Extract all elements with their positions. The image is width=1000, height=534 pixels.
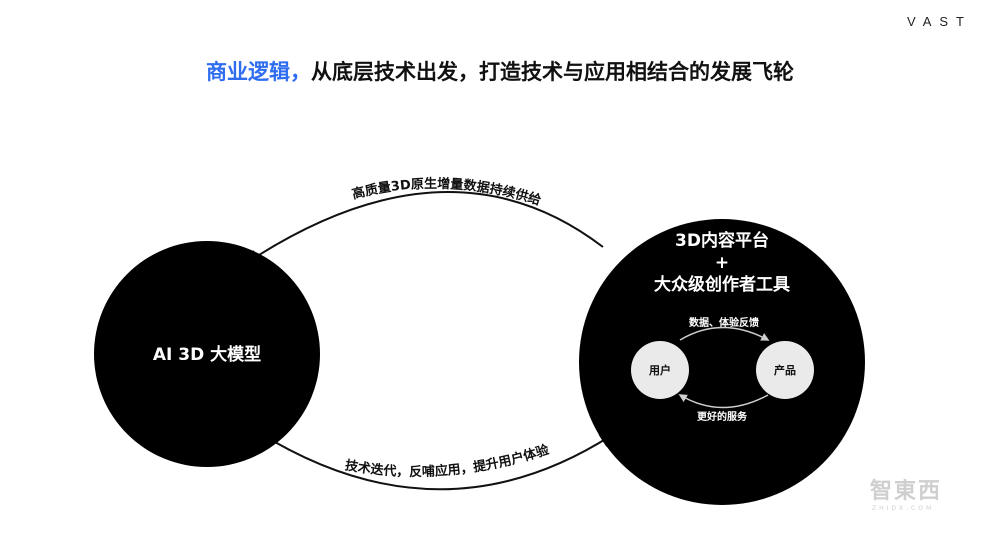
- bottom-arc-label: 技术迭代，反哺应用，提升用户体验: [344, 441, 552, 480]
- bottom-arc-arrow: [257, 431, 615, 491]
- inner-bottom-arrow: [678, 394, 769, 409]
- watermark-logo: 智東西: [870, 478, 942, 504]
- model-node-label: AI 3D 大模型: [153, 344, 261, 365]
- platform-line2: +: [715, 253, 729, 273]
- title-accent: 商业逻辑: [206, 60, 290, 84]
- user-pill: [631, 341, 689, 399]
- inner-bottom-label: 更好的服务: [697, 410, 748, 423]
- product-pill-label: 产品: [774, 363, 796, 377]
- page-title: 商业逻辑，从底层技术出发，打造技术与应用相结合的发展飞轮: [0, 56, 1000, 86]
- platform-line1: 3D内容平台: [675, 230, 769, 251]
- platform-node: [579, 219, 865, 505]
- product-pill: [756, 341, 814, 399]
- watermark-sub: ZHIDX.COM: [872, 505, 934, 512]
- inner-top-arrow: [679, 326, 770, 341]
- top-arc-arrow: [245, 191, 604, 264]
- model-node: [94, 241, 320, 467]
- user-pill-label: 用户: [649, 363, 671, 377]
- platform-line3: 大众级创作者工具: [654, 274, 790, 295]
- inner-top-label: 数据、体验反馈: [689, 316, 759, 329]
- vast-logo: VAST: [907, 14, 972, 29]
- title-rest: 从底层技术出发，打造技术与应用相结合的发展飞轮: [311, 60, 794, 84]
- title-separator: ，: [290, 60, 311, 84]
